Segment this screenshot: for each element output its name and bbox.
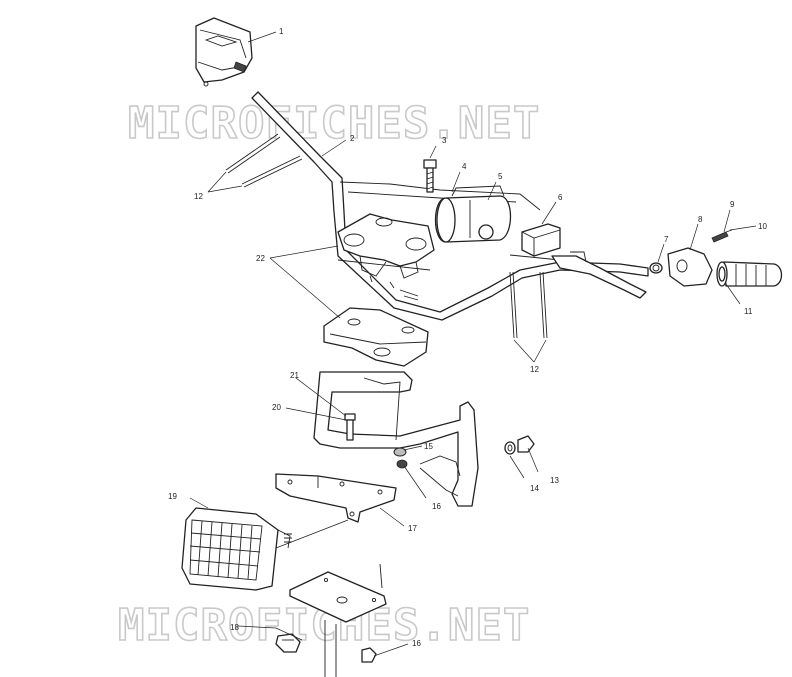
callout-6: 6 bbox=[558, 193, 563, 202]
part-8-throttle-housing bbox=[667, 247, 713, 287]
callout-13: 13 bbox=[550, 476, 559, 485]
callout-8: 8 bbox=[698, 215, 703, 224]
callout-16: 16 bbox=[432, 502, 441, 511]
callout-15: 15 bbox=[424, 442, 433, 451]
callout-7: 7 bbox=[664, 235, 669, 244]
part-12-pins-lower bbox=[509, 271, 548, 339]
part-15-washer bbox=[393, 447, 407, 457]
callout-12-upper: 12 bbox=[194, 192, 203, 201]
part-mount-plate bbox=[289, 563, 387, 677]
callout-14: 14 bbox=[530, 484, 539, 493]
callout-16-lower: 16 bbox=[412, 639, 421, 648]
callout-9: 9 bbox=[730, 200, 735, 209]
part-9-10-screw bbox=[711, 229, 733, 243]
part-3-bolt bbox=[423, 159, 437, 193]
part-13-nut bbox=[517, 435, 535, 453]
callout-1: 1 bbox=[279, 27, 284, 36]
part-18-clip bbox=[275, 633, 301, 653]
callout-11: 11 bbox=[744, 307, 753, 316]
part-19-headlight bbox=[181, 507, 292, 591]
part-16-lower-nut bbox=[361, 647, 377, 663]
callout-19: 19 bbox=[168, 492, 177, 501]
part-17-bracket bbox=[275, 473, 397, 523]
part-11-grip bbox=[716, 261, 783, 287]
part-12-pins-upper bbox=[225, 133, 303, 188]
callout-10: 10 bbox=[758, 222, 767, 231]
watermark-top: MICROFICHES.NET bbox=[128, 98, 540, 149]
part-7-collar bbox=[649, 262, 663, 274]
callout-22: 22 bbox=[256, 254, 265, 263]
part-22-lower-clamp bbox=[323, 307, 429, 367]
callout-12-lower: 12 bbox=[530, 365, 539, 374]
callout-20: 20 bbox=[272, 403, 281, 412]
part-14-washer bbox=[504, 441, 516, 455]
part-22-upper-clamp bbox=[337, 213, 435, 301]
callouts: 1 2 3 4 5 6 7 8 9 10 11 12 12 13 14 15 1… bbox=[168, 27, 767, 648]
leader-lines bbox=[189, 31, 757, 657]
callout-3: 3 bbox=[442, 136, 447, 145]
callout-5: 5 bbox=[498, 172, 503, 181]
callout-21: 21 bbox=[290, 371, 299, 380]
part-21-bolt bbox=[344, 413, 356, 441]
part-1-handlebar-cover bbox=[195, 17, 253, 87]
callout-18: 18 bbox=[230, 623, 239, 632]
part-lever bbox=[551, 251, 647, 299]
callout-4: 4 bbox=[462, 162, 467, 171]
part-6-switch-housing bbox=[521, 223, 561, 257]
callout-2: 2 bbox=[350, 134, 355, 143]
part-16-nut bbox=[396, 459, 408, 469]
part-4-5-pad bbox=[434, 185, 512, 243]
callout-17: 17 bbox=[408, 524, 417, 533]
